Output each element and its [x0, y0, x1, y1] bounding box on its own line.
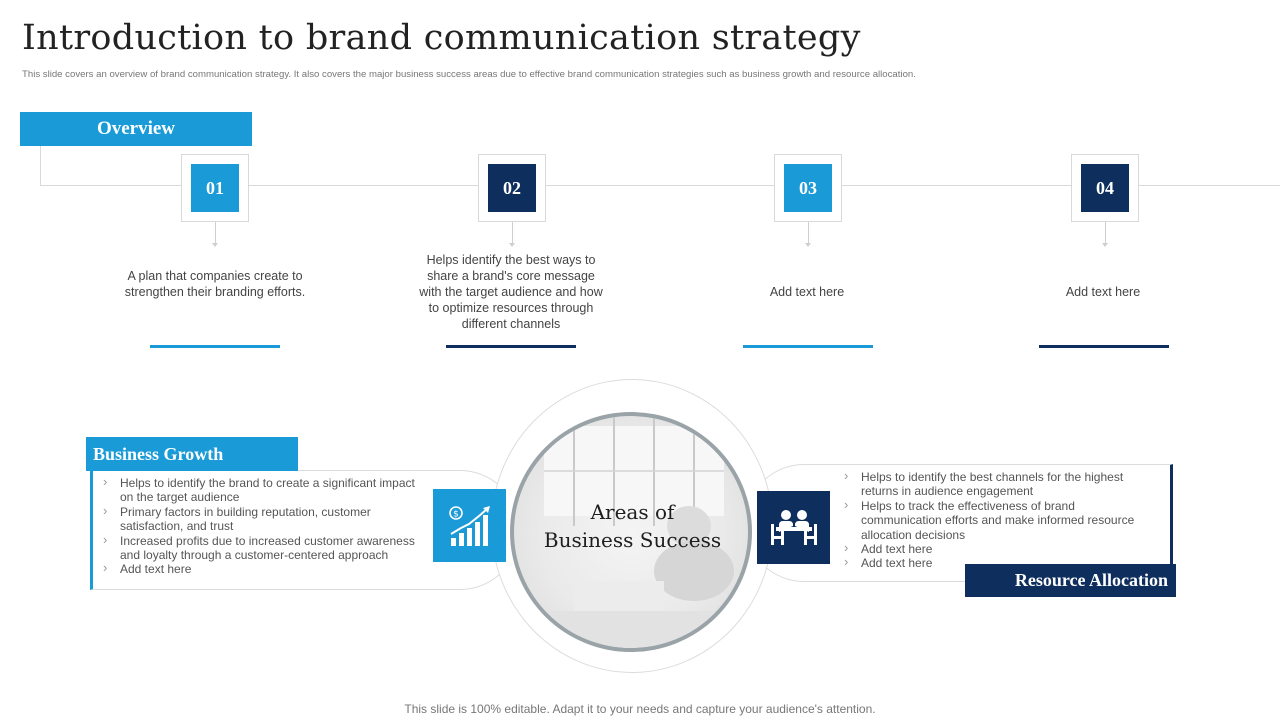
resource-allocation-bullet-2: Helps to track the effectiveness of bran… [841, 498, 1141, 542]
step-arrow-01 [215, 222, 216, 244]
meeting-table-icon [770, 509, 817, 545]
business-growth-bullet-2: Primary factors in building reputation, … [100, 504, 425, 534]
step-arrow-03 [808, 222, 809, 244]
resource-allocation-bullets: Helps to identify the best channels for … [841, 469, 1141, 571]
step-arrow-head-01 [212, 243, 218, 247]
step-underline-02 [446, 345, 576, 348]
resource-allocation-bullet-4: Add text here [841, 555, 1141, 570]
step-text-02: Helps identify the best ways to share a … [419, 253, 603, 331]
step-arrow-04 [1105, 222, 1106, 244]
step-number-04: 04 [1081, 164, 1129, 212]
step-underline-04 [1039, 345, 1169, 348]
step-text-03: Add text here [769, 285, 845, 299]
center-title-line2: Business Success [543, 528, 722, 552]
page-title: Introduction to brand communication stra… [22, 18, 861, 58]
growth-chart-icon: $ [448, 505, 490, 546]
timeline-connector-horizontal [40, 185, 1280, 186]
step-text-04: Add text here [1065, 285, 1141, 299]
business-growth-bullet-3: Increased profits due to increased custo… [100, 533, 425, 563]
step-box-02: 02 [478, 154, 546, 222]
step-box-01: 01 [181, 154, 249, 222]
business-growth-bullets: Helps to identify the brand to create a … [100, 475, 425, 577]
step-number-03: 03 [784, 164, 832, 212]
step-arrow-head-02 [509, 243, 515, 247]
resource-allocation-label: Resource Allocation [965, 564, 1176, 597]
business-growth-label: Business Growth [86, 437, 298, 471]
step-text-01: A plan that companies create to strength… [124, 269, 306, 299]
timeline-connector-vertical [40, 146, 41, 186]
overview-banner: Overview [20, 112, 252, 146]
step-arrow-02 [512, 222, 513, 244]
business-meeting-photo [510, 412, 752, 652]
resource-allocation-bullet-1: Helps to identify the best channels for … [841, 469, 1141, 499]
step-underline-01 [150, 345, 280, 348]
step-arrow-head-04 [1102, 243, 1108, 247]
step-box-03: 03 [774, 154, 842, 222]
center-title-line1: Areas of [590, 500, 675, 524]
business-growth-bullet-4: Add text here [100, 561, 425, 576]
step-number-02: 02 [488, 164, 536, 212]
step-box-04: 04 [1071, 154, 1139, 222]
resource-allocation-bullet-3: Add text here [841, 541, 1141, 556]
step-arrow-head-03 [805, 243, 811, 247]
areas-of-business-success-title: Areas of Business Success [510, 498, 755, 554]
business-growth-tile: $ [433, 489, 506, 562]
footer-note: This slide is 100% editable. Adapt it to… [404, 702, 876, 716]
step-number-01: 01 [191, 164, 239, 212]
business-growth-bullet-1: Helps to identify the brand to create a … [100, 475, 425, 505]
step-underline-03 [743, 345, 873, 348]
svg-text:$: $ [453, 509, 459, 519]
page-subtitle: This slide covers an overview of brand c… [22, 69, 916, 80]
resource-allocation-tile [757, 491, 830, 564]
